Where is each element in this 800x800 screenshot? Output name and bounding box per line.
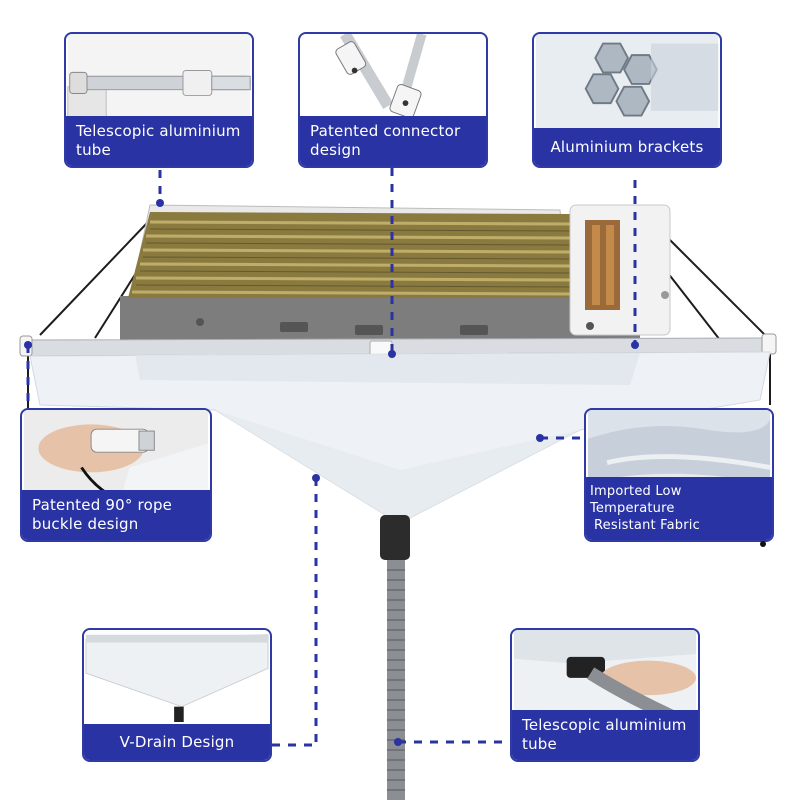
label-line-1: Telescopic aluminium [76, 122, 241, 140]
callout-label: Patented 90° rope buckle design [22, 490, 210, 540]
label-line-1: Telescopic aluminium [522, 716, 687, 734]
aluminium-frame [19, 333, 777, 357]
label-line-1: Patented connector [310, 122, 461, 140]
hand-hose-photo [513, 630, 697, 722]
leader-dots [24, 199, 639, 746]
aluminium-profile-photo [535, 34, 719, 130]
label-line-1: Aluminium brackets [550, 138, 704, 156]
label-line-2: buckle design [32, 515, 139, 533]
label-line-2: Resistant Fabric [594, 518, 700, 533]
callout-rope-buckle: Patented 90° rope buckle design [20, 408, 212, 542]
label-line-2: tube [76, 141, 111, 159]
label-line-2: design [310, 141, 361, 159]
callout-label: V-Drain Design [84, 724, 270, 760]
callout-v-drain: V-Drain Design [82, 628, 272, 762]
connector-photo [301, 34, 485, 130]
callout-aluminium-brackets: Aluminium brackets [532, 32, 722, 168]
label-line-1: V-Drain Design [119, 733, 235, 751]
callout-label: Aluminium brackets [534, 128, 720, 166]
callout-fabric: Imported Low Temperature Resistant Fabri… [584, 408, 774, 542]
label-line-2: tube [522, 735, 557, 753]
callout-telescopic-tube-top: Telescopic aluminium tube [64, 32, 254, 168]
v-drain-photo [85, 630, 269, 722]
callout-label: Telescopic aluminium tube [512, 710, 698, 760]
callout-label: Imported Low Temperature Resistant Fabri… [586, 477, 772, 540]
label-line-1: Patented 90° rope [32, 496, 173, 514]
hand-rope-buckle-photo [24, 410, 208, 502]
ac-indoor-unit [120, 204, 671, 341]
callout-label: Patented connector design [300, 116, 486, 166]
fabric-edge-dot [760, 541, 766, 547]
callout-connector: Patented connector design [298, 32, 488, 168]
fabric-cover [29, 351, 771, 519]
callout-label: Telescopic aluminium tube [66, 116, 252, 166]
callout-telescopic-tube-bottom: Telescopic aluminium tube [510, 628, 700, 762]
leader-lines [26, 168, 637, 747]
label-line-1: Imported Low Temperature [590, 484, 682, 516]
drain-hose [380, 515, 410, 800]
